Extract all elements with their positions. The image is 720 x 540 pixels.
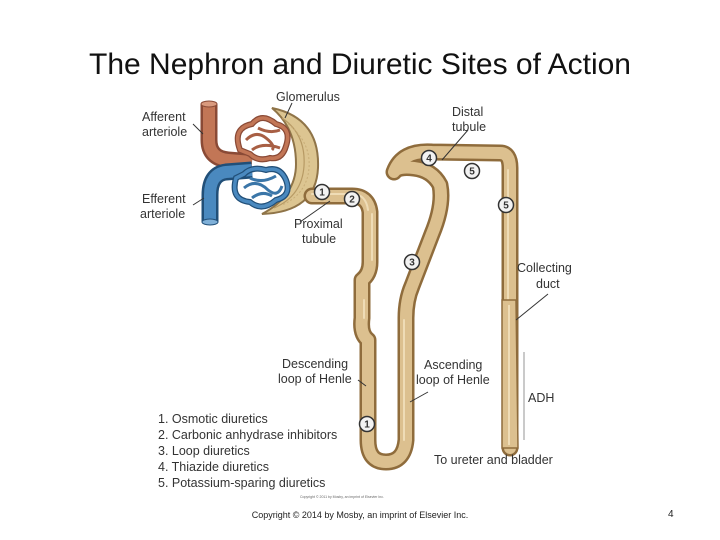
- copyright-footer: Copyright © 2014 by Mosby, an imprint of…: [251, 510, 469, 520]
- label-collecting-line2: duct: [536, 277, 560, 291]
- legend-item: 1. Osmotic diuretics: [158, 412, 268, 426]
- label-efferent-line1: Efferent: [142, 192, 186, 206]
- svg-text:5: 5: [503, 201, 509, 212]
- label-distal-line1: Distal: [452, 105, 483, 119]
- svg-text:1: 1: [364, 420, 370, 431]
- label-descending-line2: loop of Henle: [278, 372, 352, 386]
- site-marker-2: 2: [343, 190, 361, 208]
- site-marker-4: 4: [420, 149, 438, 167]
- slide-number: 4: [668, 509, 674, 520]
- label-collecting-line1: Collecting: [517, 261, 572, 275]
- site-marker-1-loop: 1: [358, 415, 376, 433]
- afferent-arteriole: [200, 100, 253, 171]
- svg-text:4: 4: [426, 154, 432, 165]
- site-marker-1-top: 1: [313, 183, 331, 201]
- label-ascending-line2: loop of Henle: [416, 373, 490, 387]
- site-marker-5-distal: 5: [463, 162, 481, 180]
- legend-item: 5. Potassium-sparing diuretics: [158, 476, 325, 490]
- svg-text:3: 3: [409, 258, 415, 269]
- diuretic-legend: 1. Osmotic diuretics 2. Carbonic anhydra…: [158, 412, 337, 490]
- label-ascending-line1: Ascending: [424, 358, 482, 372]
- glomerulus-capsule: [261, 107, 320, 215]
- figure-credit: Copyright © 2011 by Mosby, an imprint of…: [300, 495, 384, 499]
- label-afferent-line2: arteriole: [142, 125, 187, 139]
- label-proximal-line2: tubule: [302, 232, 336, 246]
- leader-lines: [192, 102, 549, 403]
- legend-item: 4. Thiazide diuretics: [158, 460, 269, 474]
- svg-text:5: 5: [469, 167, 475, 178]
- legend-item: 2. Carbonic anhydrase inhibitors: [158, 428, 337, 442]
- label-ureter: To ureter and bladder: [434, 453, 553, 467]
- nephron-tubule: [303, 143, 519, 471]
- label-afferent-line1: Afferent: [142, 110, 186, 124]
- efferent-arteriole: [201, 161, 253, 226]
- label-proximal-line1: Proximal: [294, 217, 343, 231]
- label-distal-line2: tubule: [452, 120, 486, 134]
- label-adh: ADH: [528, 391, 554, 405]
- label-descending-line1: Descending: [282, 357, 348, 371]
- site-marker-5-collecting: 5: [497, 196, 515, 214]
- slide-title: The Nephron and Diuretic Sites of Action: [89, 48, 631, 81]
- label-glomerulus: Glomerulus: [276, 90, 340, 104]
- glomerular-tuft: [231, 115, 291, 210]
- site-marker-3: 3: [403, 253, 421, 271]
- svg-text:1: 1: [319, 188, 325, 199]
- label-efferent-line2: arteriole: [140, 207, 185, 221]
- svg-text:2: 2: [349, 195, 355, 206]
- legend-item: 3. Loop diuretics: [158, 444, 250, 458]
